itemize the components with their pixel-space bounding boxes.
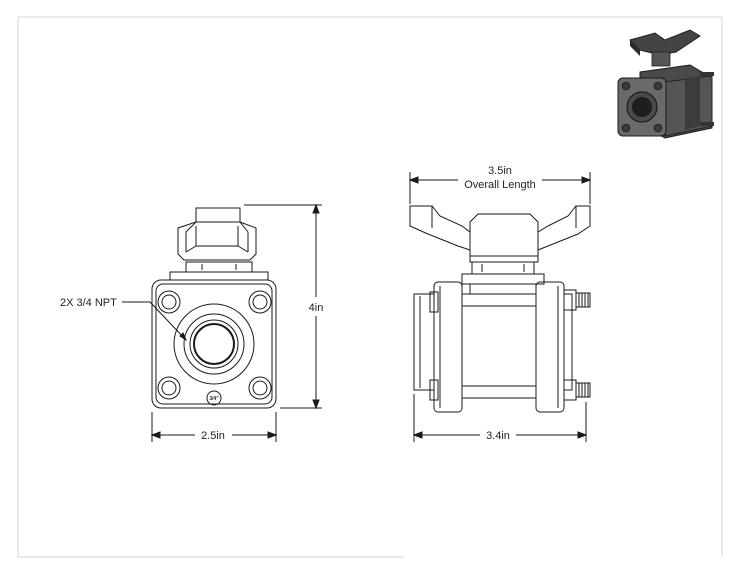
port-callout-text: 2X 3/4 NPT bbox=[60, 297, 117, 309]
sheet-border bbox=[17, 16, 723, 558]
side-stem bbox=[461, 261, 545, 295]
side-view bbox=[408, 172, 592, 442]
front-handle bbox=[177, 207, 257, 261]
iso-valve-thumbnail bbox=[617, 29, 714, 139]
port-callout-leader bbox=[122, 301, 188, 342]
front-stem bbox=[169, 261, 269, 281]
body-length-text: 3.4in bbox=[486, 430, 510, 442]
side-handle bbox=[409, 205, 591, 263]
overall-length-label-text: Overall Length bbox=[464, 179, 536, 191]
front-height-text: 4in bbox=[309, 302, 324, 314]
body-length-dimension bbox=[412, 394, 588, 442]
body-stamp-text: 3/4" bbox=[209, 396, 219, 402]
front-view bbox=[122, 203, 322, 442]
side-body bbox=[413, 281, 591, 413]
front-body bbox=[151, 279, 277, 409]
front-width-dimension bbox=[150, 412, 278, 442]
overall-length-value-text: 3.5in bbox=[488, 165, 512, 177]
front-height-dimension bbox=[244, 203, 322, 410]
front-width-text: 2.5in bbox=[201, 430, 225, 442]
overall-length-dimension bbox=[408, 172, 592, 204]
